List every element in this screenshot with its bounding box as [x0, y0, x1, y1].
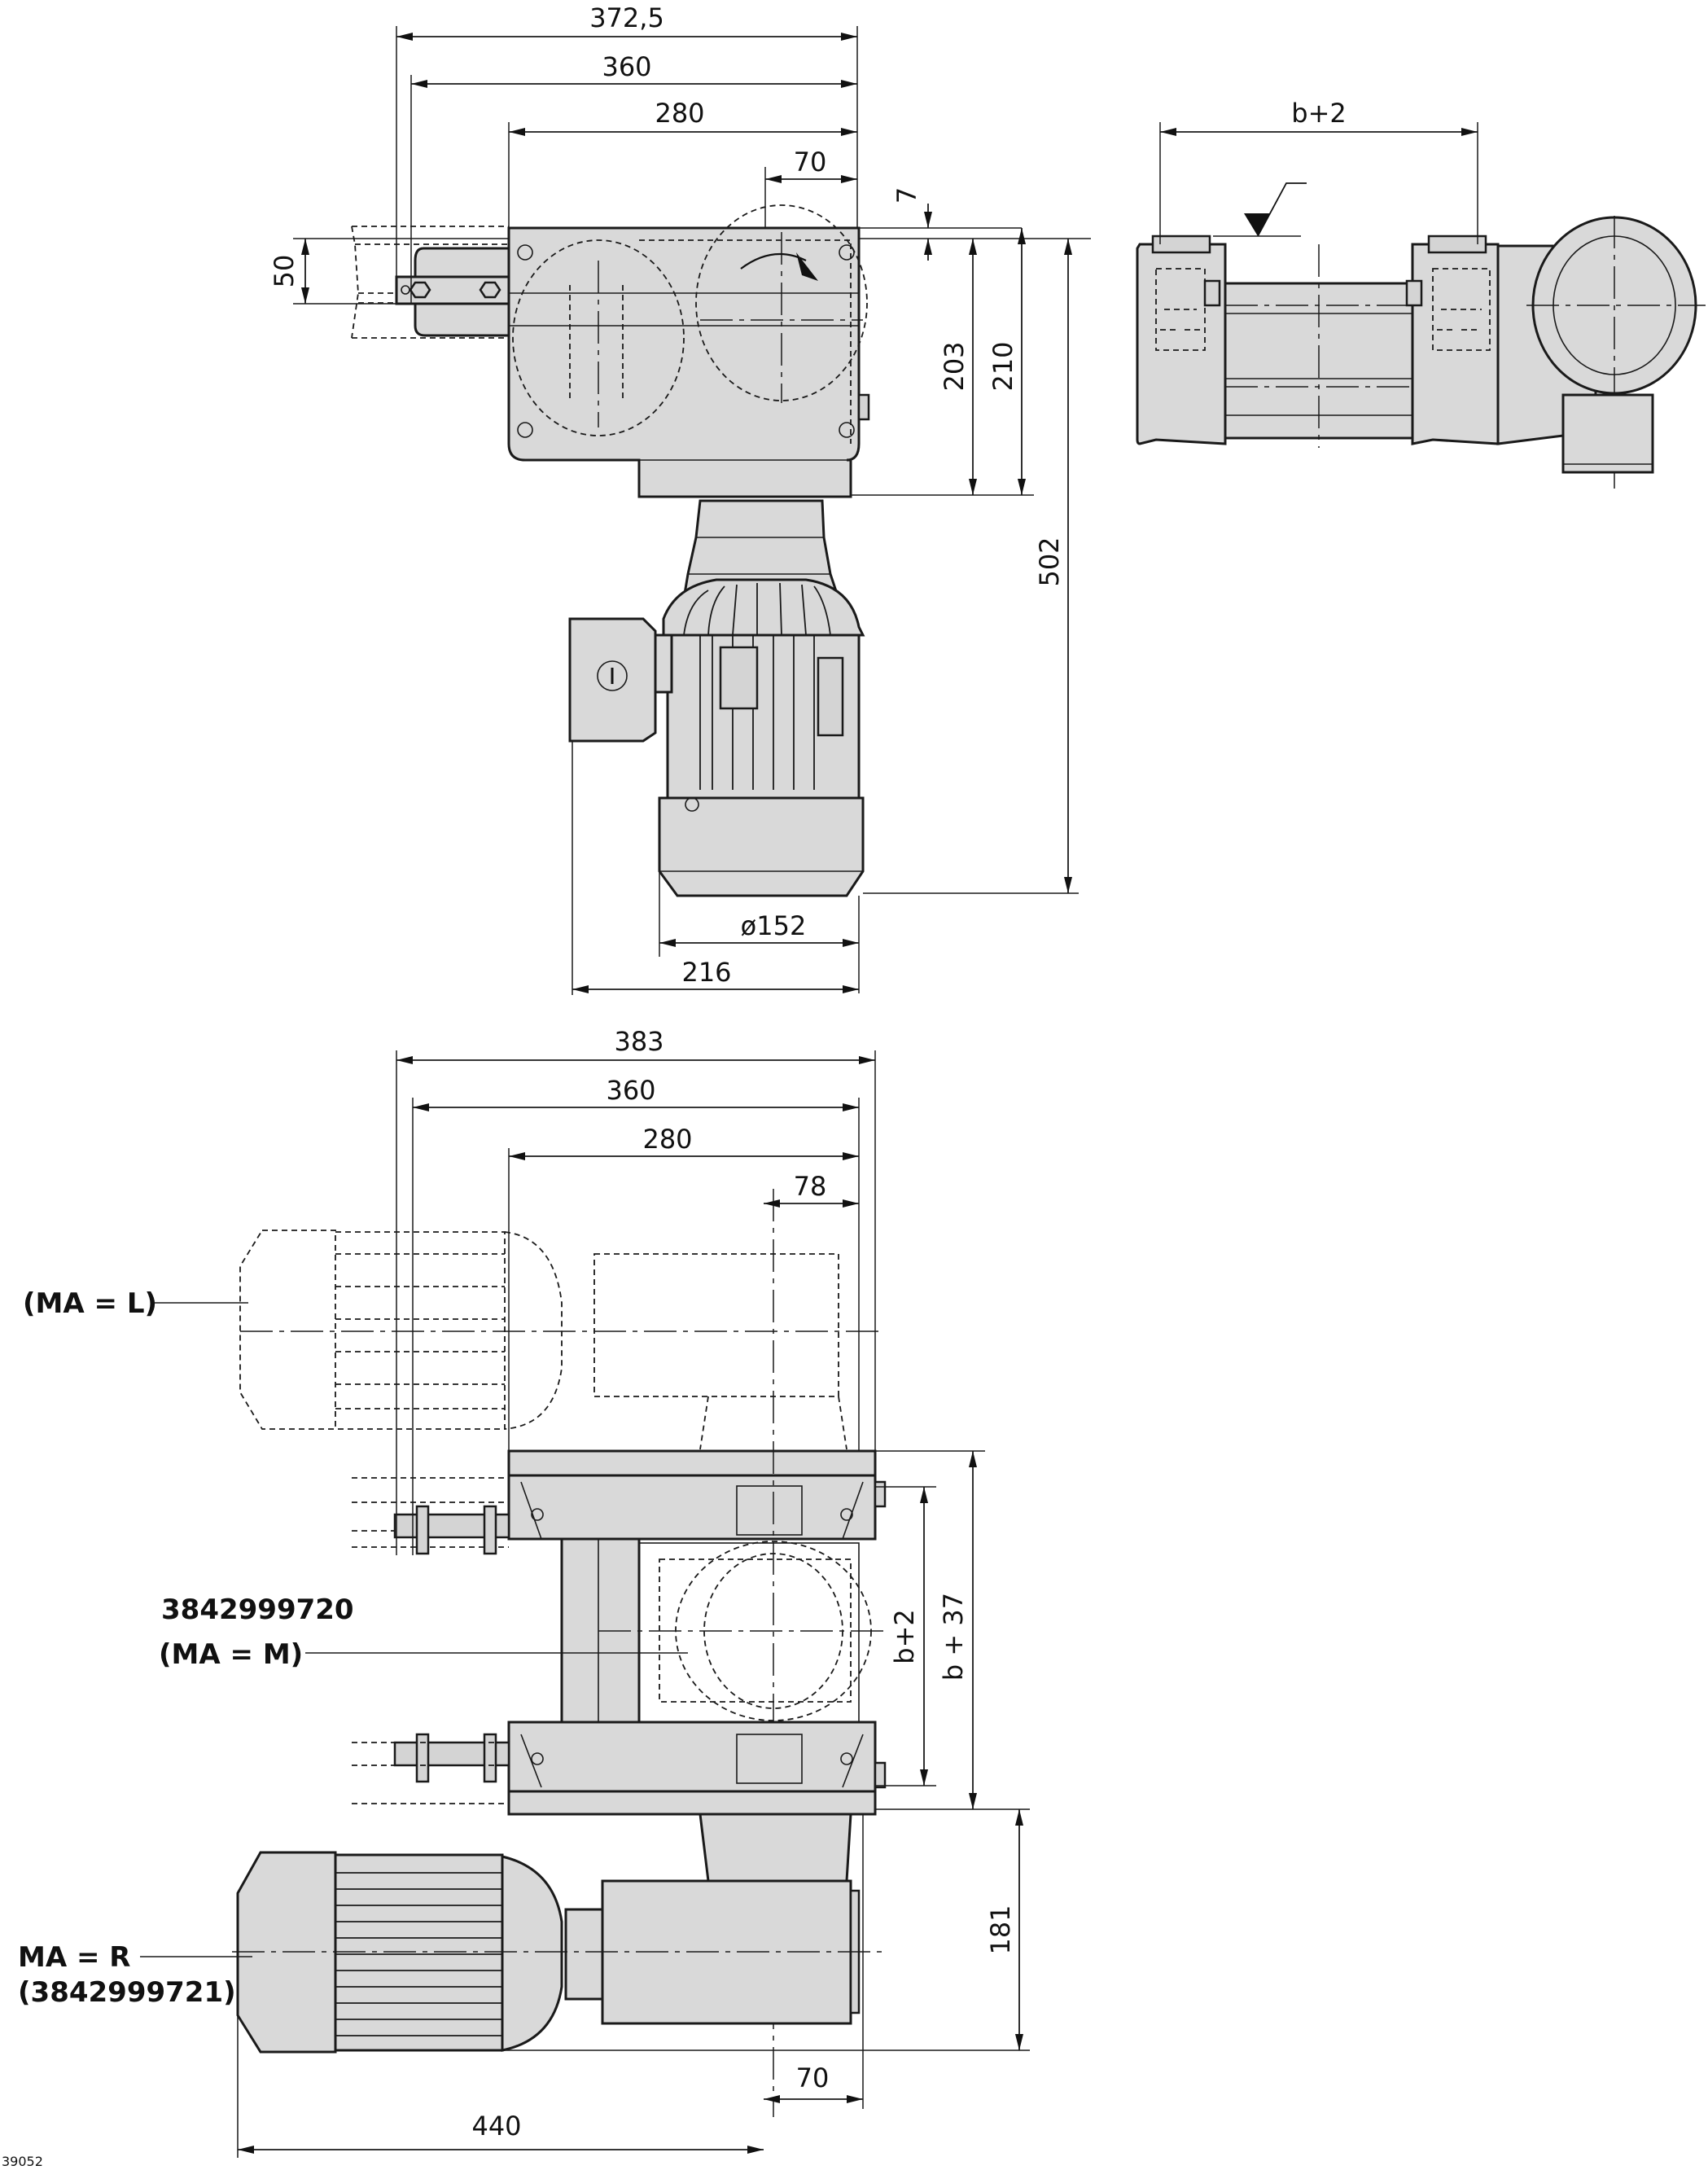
- dimension-housing-height: 203 210: [851, 228, 1034, 496]
- dim-label: b + 37: [938, 1593, 969, 1681]
- callout-ma-m: (MA = M): [159, 1638, 303, 1671]
- dimension-inner-span: b+2: [875, 1486, 936, 1786]
- nameplate-side: [817, 656, 844, 737]
- callout-part-number-r: (3842999721): [18, 1976, 236, 2009]
- dim-label: b+2: [889, 1609, 920, 1664]
- dimension-bracket-height: 50: [269, 238, 509, 305]
- dim-label: 70: [796, 2063, 830, 2093]
- dim-label: 50: [269, 255, 300, 288]
- dim-label: 181: [985, 1905, 1016, 1954]
- dim-label: 502: [1034, 537, 1065, 586]
- nameplate: [719, 646, 759, 710]
- callout-ma-r: MA = R: [18, 1941, 131, 1974]
- dimension-outer-span: b + 37: [875, 1450, 1030, 1810]
- top-view: 372,5 360 280 70 7: [269, 2, 1091, 995]
- dimension-total-height: 502: [863, 239, 1079, 894]
- dimension-mount-width: 360: [410, 51, 857, 303]
- motor-end-cap: [662, 578, 865, 637]
- reducer-neck: [699, 1813, 852, 1883]
- gearbox-housing: [507, 226, 861, 498]
- motor-right-fan-cowl: [501, 1855, 563, 2052]
- drive-block: [1561, 393, 1654, 474]
- dim-label: 372,5: [589, 2, 664, 33]
- end-plate-left: [1136, 243, 1227, 445]
- dim-label: 280: [655, 98, 704, 129]
- dimension-motor-diameter: ø152: [659, 871, 860, 993]
- dim-label: 210: [988, 341, 1018, 391]
- dimension-housing-width: 280: [508, 1124, 859, 1451]
- dim-label: 360: [606, 1075, 655, 1106]
- bottom-view: (MA = L) 3842999720 (MA = M) MA = R (384…: [18, 1026, 1030, 2158]
- frame-lower-block: [507, 1721, 877, 1793]
- motor-fan-cover: [658, 796, 865, 897]
- dim-label: 7: [891, 187, 922, 204]
- dimension-shaft-offset: 70: [764, 147, 857, 228]
- dimension-drive-depth: 181: [502, 1809, 1030, 2051]
- frame-window: [638, 1542, 860, 1723]
- dim-label: 280: [642, 1124, 692, 1155]
- cable-gland-icon: [597, 660, 628, 691]
- frame-top-rail: [507, 1449, 877, 1477]
- nut-icon: [479, 281, 501, 299]
- ground-screw-icon: [685, 797, 699, 812]
- dimension-shaft-offset-bottom: 70: [764, 1814, 864, 2109]
- dimension-housing-width: 280: [508, 98, 857, 228]
- side-view: b+2: [1136, 98, 1706, 489]
- gear-hidden: [695, 204, 868, 401]
- motor-right-body: [334, 1853, 504, 2052]
- frame-upper-block: [507, 1474, 877, 1541]
- dim-label: ø152: [741, 910, 807, 941]
- drawing-id: 39052: [2, 2154, 43, 2169]
- profile-rail-hidden: [351, 226, 509, 339]
- dimension-overall-width: 372,5: [396, 2, 858, 303]
- coupling: [564, 1908, 604, 2001]
- surface-marker-icon: [1213, 182, 1307, 237]
- motor-left-hidden: [239, 1230, 879, 1450]
- dim-label: 216: [681, 957, 731, 988]
- dimension-top-offset: 7: [859, 187, 1091, 261]
- frame-bottom-rail: [507, 1790, 877, 1816]
- dim-label: b+2: [1291, 98, 1346, 129]
- end-plate-right: [1411, 243, 1500, 445]
- nut-icon: [409, 281, 431, 299]
- dim-label: 360: [602, 51, 651, 82]
- gear-hidden: [512, 239, 685, 436]
- callout-part-number-m: 3842999720: [161, 1594, 354, 1626]
- dimension-motor-length: 440: [237, 2015, 764, 2158]
- dim-label: 383: [614, 1026, 663, 1057]
- dimension-shaft-offset: 78: [764, 1171, 859, 1208]
- dimension-motor-box-width: 216: [572, 741, 859, 995]
- dim-label: 78: [794, 1171, 827, 1202]
- dimension-overall-width: 383: [396, 1026, 876, 1555]
- dim-label: 70: [794, 147, 827, 178]
- dimension-profile-span: b+2: [1159, 98, 1478, 244]
- dim-label: 440: [471, 2111, 521, 2142]
- plug-icon: [857, 393, 870, 421]
- callout-ma-l: (MA = L): [23, 1287, 157, 1320]
- dim-label: 203: [939, 341, 970, 391]
